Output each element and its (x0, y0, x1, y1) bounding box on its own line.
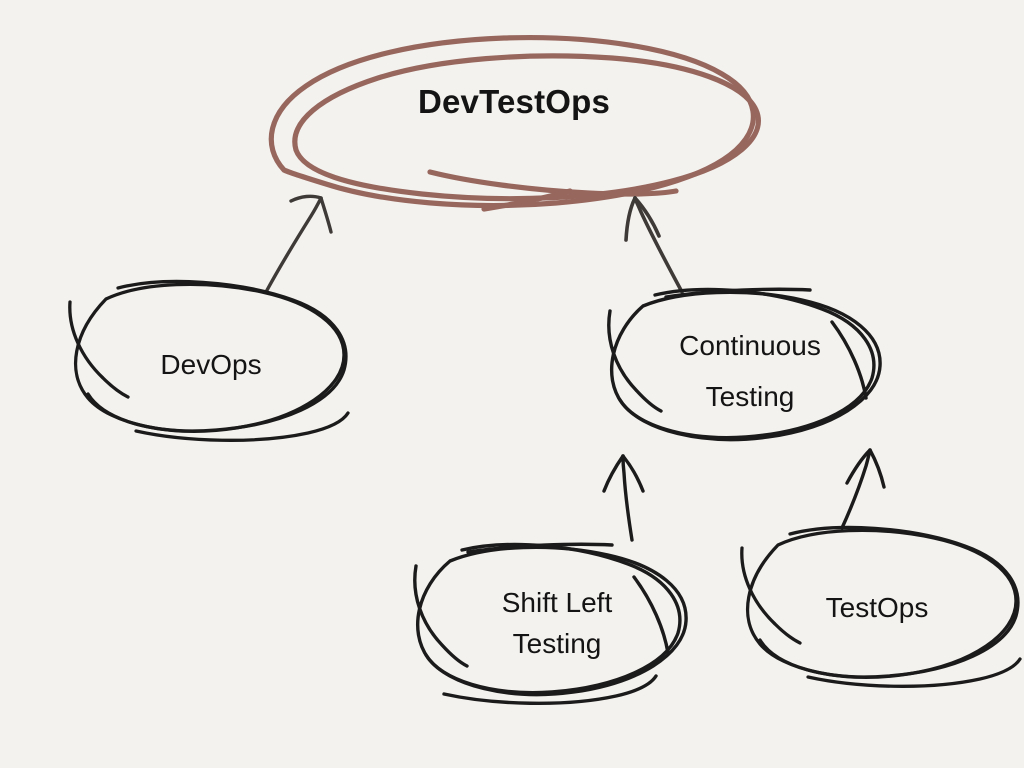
edge-devops-to-devtestops (264, 194, 333, 294)
node-devops-ellipse[interactable] (68, 279, 350, 442)
node-devtestops-ellipse[interactable] (268, 35, 761, 212)
node-testops-ellipse[interactable] (740, 525, 1022, 688)
edge-shift-left-testing-to-continuous-testing (602, 454, 645, 542)
node-continuous-testing-ellipse[interactable] (607, 287, 882, 442)
node-shift-left-testing-ellipse[interactable] (413, 542, 688, 705)
edge-continuous-testing-to-devtestops (624, 196, 684, 294)
edge-testops-to-continuous-testing (840, 448, 886, 530)
